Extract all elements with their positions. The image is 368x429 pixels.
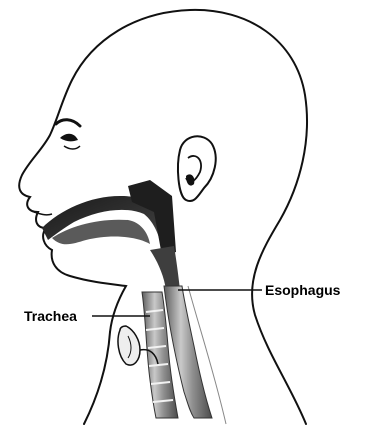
- trachea-label: Trachea: [24, 308, 77, 324]
- ear: [178, 136, 216, 201]
- larynx: [118, 326, 140, 365]
- eyebrow: [56, 120, 80, 126]
- ear-canal: [186, 174, 194, 185]
- esophagus-label: Esophagus: [265, 282, 341, 298]
- pharynx: [150, 246, 180, 290]
- eye: [60, 134, 78, 142]
- throat-outline: [84, 332, 110, 424]
- eye-crease: [64, 146, 80, 149]
